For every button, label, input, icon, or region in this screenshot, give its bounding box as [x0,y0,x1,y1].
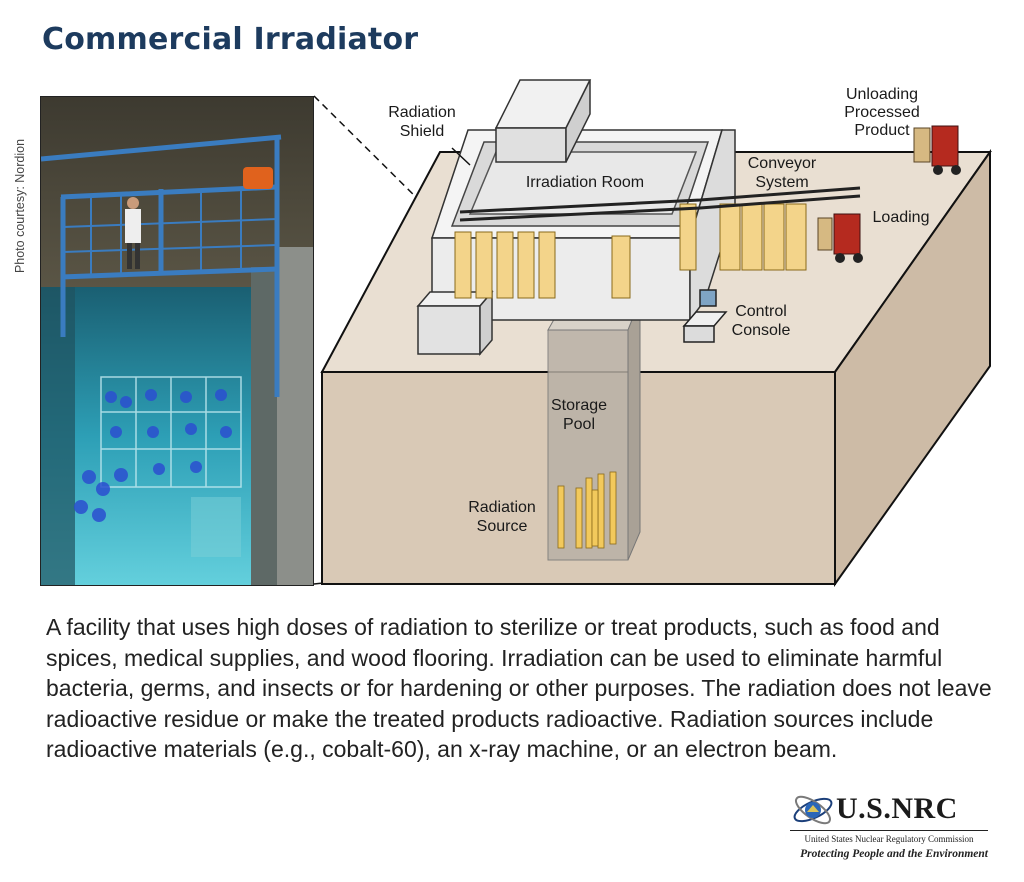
conveyor-rail [459,186,861,222]
label-loading: Loading [872,209,930,226]
label-unloading: Unloading Processed Product [844,86,920,139]
label-conveyor-system: Conveyor System [747,155,817,191]
forklift-unloading [913,125,961,175]
nrc-divider [790,830,988,831]
irradiator-photo [40,96,314,586]
description-text: A facility that uses high doses of radia… [46,614,992,762]
nrc-wordmark: U.S.NRC [836,792,958,825]
shield-pointer [451,147,471,166]
nrc-tagline: Protecting People and the Environment [800,848,988,860]
label-radiation-source: Radiation Source [468,499,536,535]
radiation-source-rods [557,471,617,549]
label-radiation-shield: Radiation Shield [388,104,456,140]
nrc-logo: U.S.NRC United States Nuclear Regulatory… [790,790,990,860]
control-console-unit [682,289,728,343]
forklift-loading [817,213,863,263]
ground-side [834,148,991,588]
label-control-console: Control Console [731,303,791,339]
facility-diagram [313,79,992,588]
product-boxes [454,203,807,299]
atom-icon [793,795,833,825]
nrc-full-name: United States Nuclear Regulatory Commiss… [804,834,974,844]
label-irradiation-room: Irradiation Room [520,173,650,192]
page-title: Commercial Irradiator [42,22,419,57]
label-storage-pool: Storage Pool [550,397,608,433]
